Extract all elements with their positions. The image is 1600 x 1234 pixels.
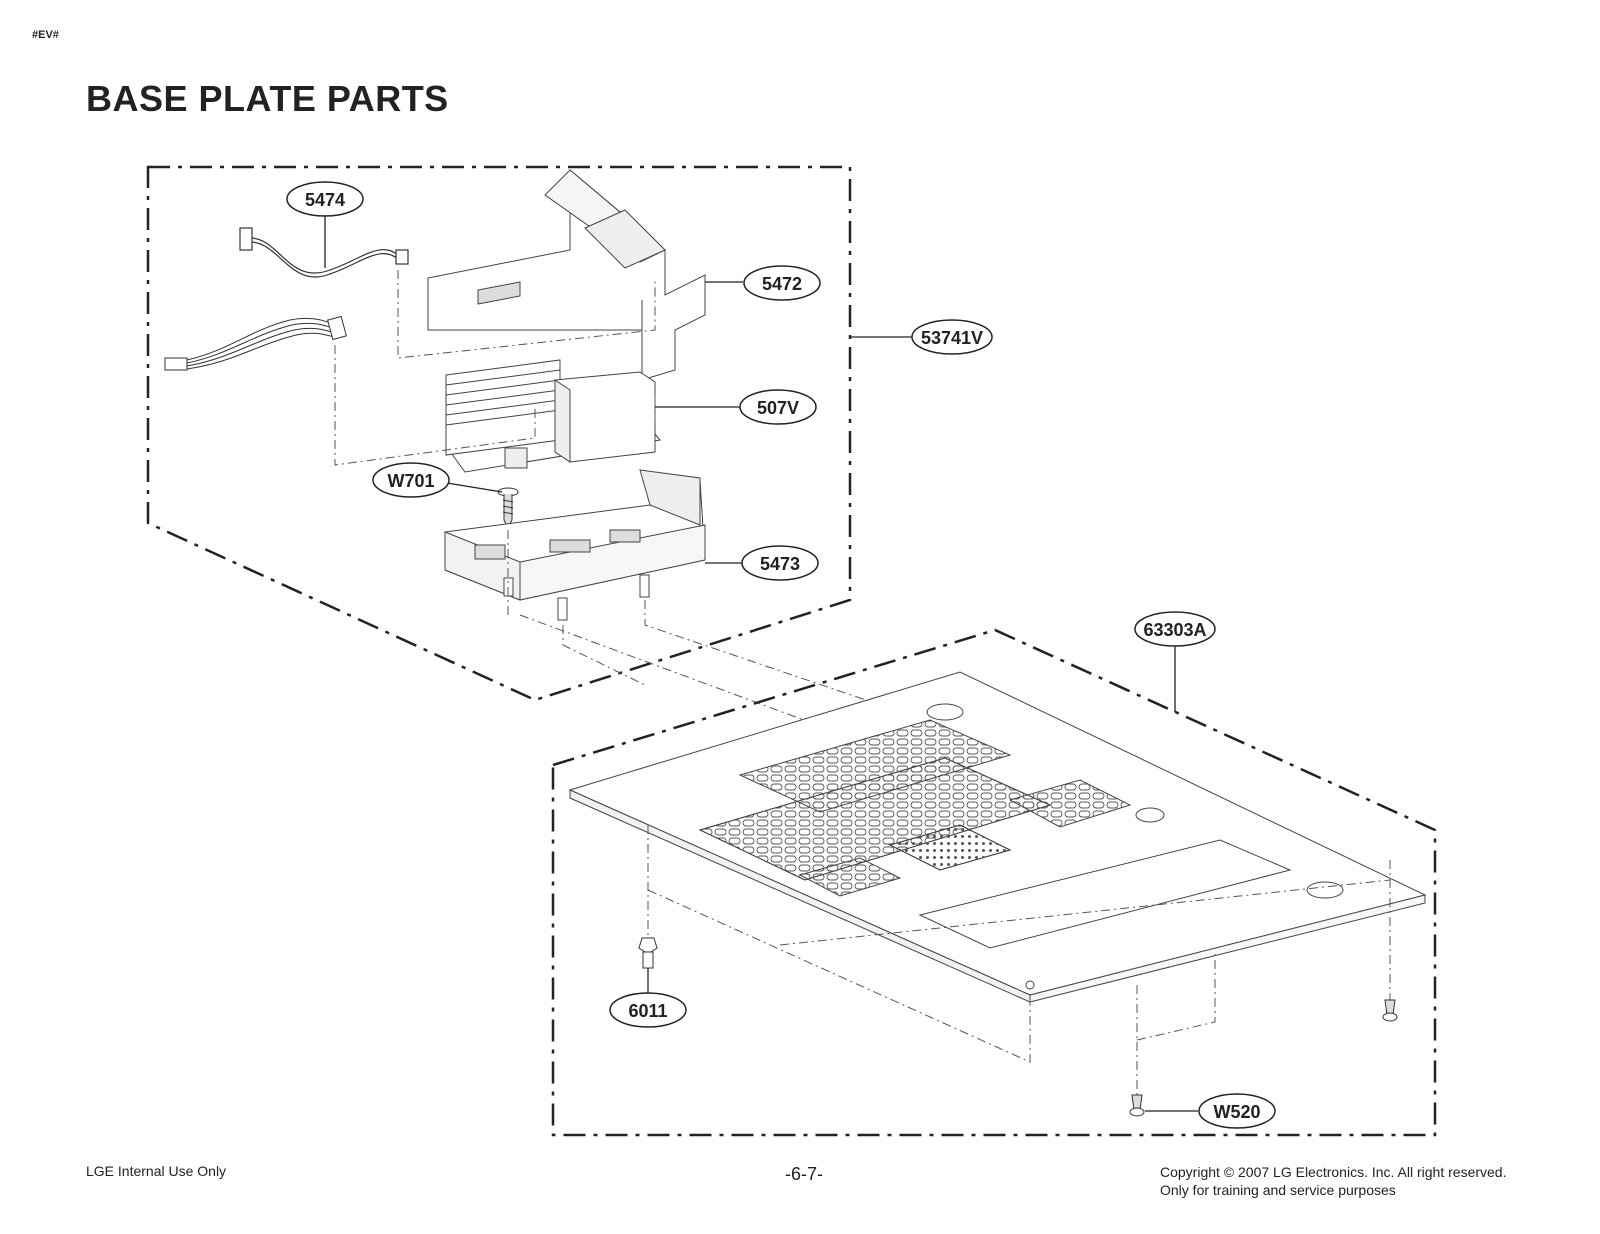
screw-w701: [497, 487, 519, 530]
callout-label: 63303A: [1143, 620, 1206, 640]
callout-5473: 5473: [741, 545, 819, 581]
assembly-boundary-63303a: [551, 628, 1437, 1137]
callout-6011: 6011: [609, 992, 687, 1028]
page-id: #EV#: [32, 29, 59, 41]
callout-53741v: 53741V: [911, 319, 993, 355]
footer-page-number: -6-7-: [785, 1164, 824, 1184]
shield-cover-5472: [427, 168, 706, 381]
footer-internal-use: LGE Internal Use Only: [86, 1163, 227, 1179]
callout-label: 6011: [628, 1001, 667, 1021]
inverter-pcb-507v: [445, 359, 661, 473]
callout-label: 5472: [762, 274, 802, 294]
callout-label: W701: [387, 471, 434, 491]
screw-w520: [1129, 999, 1398, 1117]
callout-507v: 507V: [739, 389, 817, 425]
callout-5472: 5472: [743, 265, 821, 301]
footer-copyright-block: Copyright © 2007 LG Electronics. Inc. Al…: [1160, 1163, 1506, 1199]
base-guide-lines: [647, 825, 1391, 1095]
footer-copyright: Copyright © 2007 LG Electronics. Inc. Al…: [1160, 1164, 1507, 1180]
callout-label: 53741V: [921, 328, 983, 348]
assembly-boundary-53741v: [146, 165, 852, 702]
callout-label: 5474: [305, 190, 345, 210]
callout-label: 507V: [757, 398, 799, 418]
leader-lines: [324, 215, 1198, 1112]
footer-notice: Only for training and service purposes: [1160, 1182, 1396, 1198]
callout-label: W520: [1213, 1102, 1260, 1122]
locking-support-6011: [638, 937, 658, 969]
callout-63303a: 63303A: [1134, 611, 1216, 647]
wire-harness-5474: [239, 227, 409, 278]
callout-w520: W520: [1198, 1093, 1276, 1129]
ribbon-cable: [164, 315, 347, 371]
page-title: BASE PLATE PARTS: [86, 78, 449, 119]
callout-5474: 5474: [286, 181, 364, 217]
base-plate: [568, 671, 1427, 1003]
holder-5473: [444, 469, 706, 621]
callout-w701: W701: [372, 462, 450, 498]
callout-label: 5473: [760, 554, 800, 574]
